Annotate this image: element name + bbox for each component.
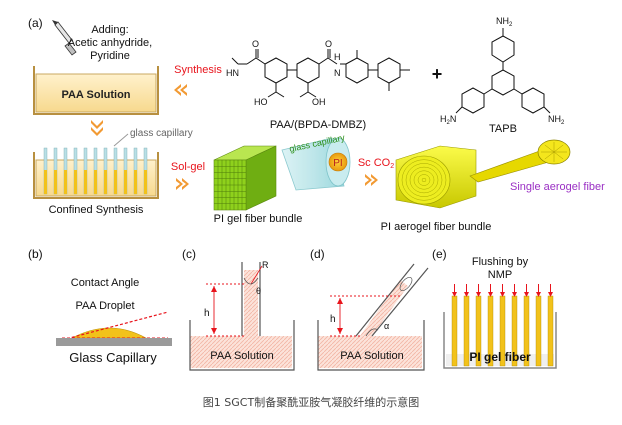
carboxyl-ho-label: HO: [254, 97, 268, 107]
amide-h-label: H: [334, 52, 341, 62]
chevron-down-double-icon: [91, 120, 103, 136]
tapb-nh2-top: NH2: [496, 16, 513, 28]
panel-e-label: (e): [432, 247, 447, 261]
amide-hn-label: HN: [226, 68, 239, 78]
arrow-down-icon: [548, 292, 553, 297]
capillary-tube: [83, 147, 88, 195]
paa-solution-container: [33, 66, 159, 115]
pi-gel-fiber: [463, 284, 470, 367]
amide-o-label-left: O: [252, 39, 259, 49]
contact-angle-label: Contact Angle: [71, 277, 140, 289]
pi-gel-fiber: [511, 284, 518, 367]
capillary-tube: [123, 147, 128, 195]
arrow-down-icon: [512, 292, 517, 297]
radius-r-label: R: [262, 260, 269, 270]
droplet-on-glass: [56, 311, 172, 346]
arrow-down-icon: [464, 292, 469, 297]
capillary-tube: [43, 147, 48, 195]
panel-c-label: (c): [182, 247, 196, 261]
pi-gel-fiber-label: PI gel fiber: [469, 350, 531, 364]
capillary-array: [43, 147, 148, 195]
flushing-label-1: Flushing by: [472, 256, 529, 268]
amide-n-label: N: [334, 68, 341, 78]
pi-label: PI: [333, 158, 342, 169]
paa-solution-text: PAA Solution: [61, 89, 130, 101]
dropper-icon: [52, 20, 77, 56]
plus-sign: +: [432, 64, 443, 84]
glass-capillary-tube: [281, 137, 351, 191]
single-aerogel-label: Single aerogel fiber: [510, 181, 605, 193]
vertical-capillary-setup: [189, 262, 295, 371]
amide-o-label-right: O: [325, 39, 332, 49]
alpha-label: α: [384, 321, 389, 331]
capillary-tube: [133, 147, 138, 195]
pi-aerogel-fiber-bundle: [395, 145, 477, 209]
tapb-h2n-left: H2N: [440, 114, 456, 126]
synthesis-label: Synthesis: [174, 64, 222, 76]
pi-gel-fiber: [487, 284, 494, 367]
glass-capillary-pointer: [113, 133, 129, 147]
paa-solution-c-label: PAA Solution: [210, 350, 273, 362]
panel-b-label: (b): [28, 247, 43, 261]
pi-gel-fiber: [451, 284, 458, 367]
adding-reagent-1: Acetic anhydride,: [68, 37, 152, 49]
flushing-label-2: NMP: [488, 269, 512, 281]
capillary-tube: [103, 147, 108, 195]
pi-gel-fiber: [547, 284, 554, 367]
tilted-capillary-setup: [317, 263, 429, 371]
single-aerogel-fiber: [469, 139, 571, 183]
paa-structure: [231, 49, 410, 98]
arrow-down-icon: [500, 292, 505, 297]
pi-gel-bundle-label: PI gel fiber bundle: [214, 213, 303, 225]
glass-capillary-label: glass capillary: [130, 128, 193, 139]
capillary-tube: [93, 147, 98, 195]
capillary-tube: [143, 147, 148, 195]
pi-aerogel-bundle-label: PI aerogel fiber bundle: [381, 221, 492, 233]
chevron-right-double-icon: [365, 174, 378, 186]
arrow-down-icon: [452, 292, 457, 297]
capillary-tube: [63, 147, 68, 195]
arrow-down-icon: [524, 292, 529, 297]
figure-caption: 图1 SGCT制备聚酰亚胺气凝胶纤维的示意图: [202, 396, 420, 409]
paa-solution-d-label: PAA Solution: [340, 350, 403, 362]
adding-reagent-2: Pyridine: [90, 50, 130, 62]
pi-gel-fiber: [535, 284, 542, 367]
paa-droplet-label: PAA Droplet: [75, 300, 134, 312]
tapb-label: TAPB: [489, 123, 517, 135]
capillary-tube: [73, 147, 78, 195]
chevron-left-double-icon: [174, 84, 187, 96]
pi-gel-fiber: [523, 284, 530, 367]
capillary-tube: [113, 147, 118, 195]
carboxyl-oh-label: OH: [312, 97, 326, 107]
pi-gel-fiber: [499, 284, 506, 367]
glass-capillary-base-label: Glass Capillary: [69, 350, 157, 365]
tapb-structure: [455, 28, 551, 114]
panel-a-label: (a): [28, 16, 43, 30]
theta-label: θ: [256, 286, 261, 296]
sol-gel-label: Sol-gel: [171, 161, 205, 173]
tapb-nh2-right: NH2: [548, 114, 565, 126]
arrow-down-icon: [536, 292, 541, 297]
sc-co2-label: Sc CO2: [358, 157, 394, 170]
pi-gel-fiber-array: [451, 284, 554, 367]
arrow-down-icon: [476, 292, 481, 297]
height-h-label-d: h: [330, 314, 336, 325]
paa-name: PAA/(BPDA-DMBZ): [270, 119, 366, 131]
pi-gel-fiber-bundle: [213, 145, 277, 211]
pi-gel-fiber: [475, 284, 482, 367]
chevron-right-double-icon: [176, 178, 189, 190]
arrow-down-icon: [488, 292, 493, 297]
panel-d-label: (d): [310, 247, 325, 261]
confined-synthesis-label: Confined Synthesis: [49, 204, 144, 216]
height-h-label-c: h: [204, 308, 210, 319]
capillary-tube: [53, 147, 58, 195]
adding-label: Adding:: [91, 24, 128, 36]
